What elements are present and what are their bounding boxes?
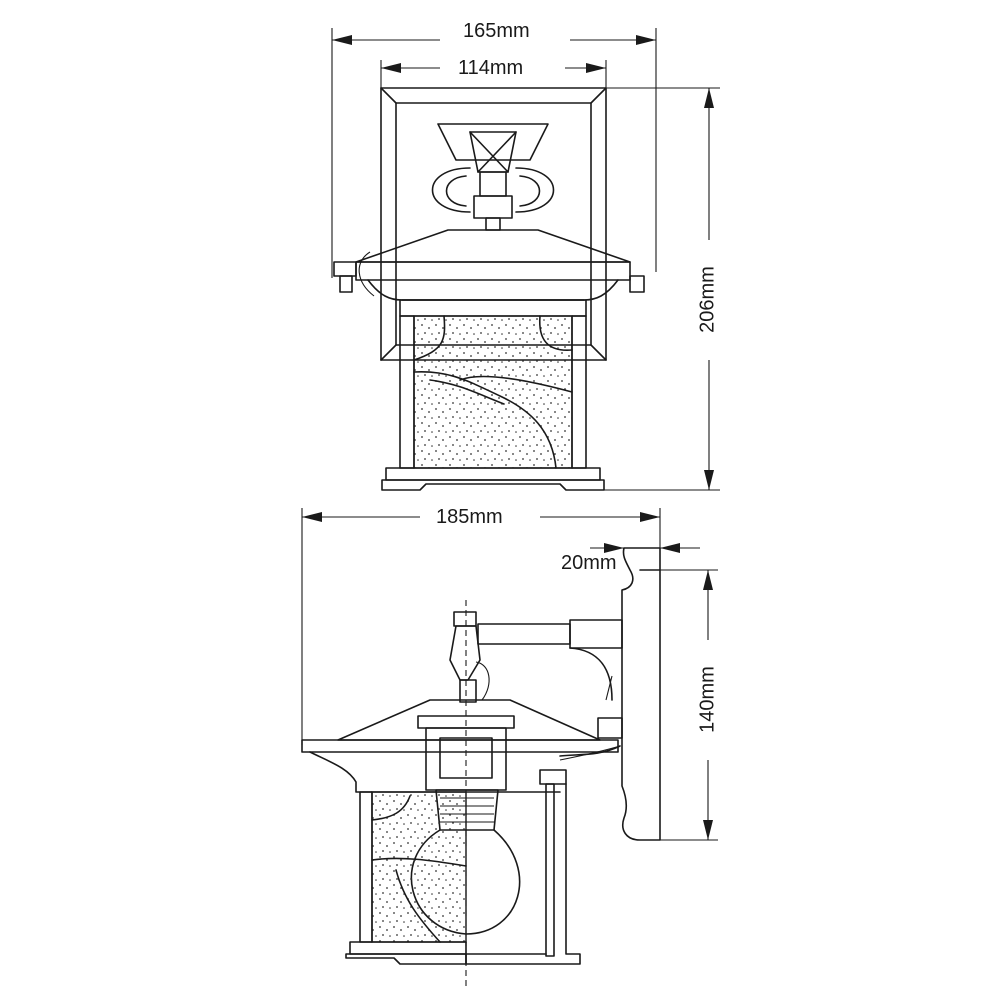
dimension-line-140 <box>660 569 718 841</box>
label-front-outer-width: 165mm <box>463 20 530 42</box>
front-lantern-body <box>381 299 605 491</box>
dimension-line-185 <box>301 508 661 745</box>
dimension-line-114 <box>380 60 607 90</box>
dimension-line-20 <box>590 543 700 553</box>
front-view <box>331 28 720 491</box>
label-front-height: 206mm <box>696 266 719 333</box>
side-view <box>301 508 718 990</box>
dimension-line-165 <box>331 28 657 278</box>
label-front-inner-width: 114mm <box>458 57 524 79</box>
side-section <box>465 745 621 965</box>
label-side-bracket-height: 140mm <box>696 666 719 733</box>
dimension-line-206 <box>600 87 720 491</box>
label-side-backplate: 20mm <box>561 552 617 574</box>
side-lantern-body <box>345 791 467 965</box>
decorative-bracket <box>431 123 555 231</box>
bracket-arm <box>449 600 623 990</box>
wall-plate <box>621 547 661 841</box>
label-side-depth: 185mm <box>436 506 503 528</box>
